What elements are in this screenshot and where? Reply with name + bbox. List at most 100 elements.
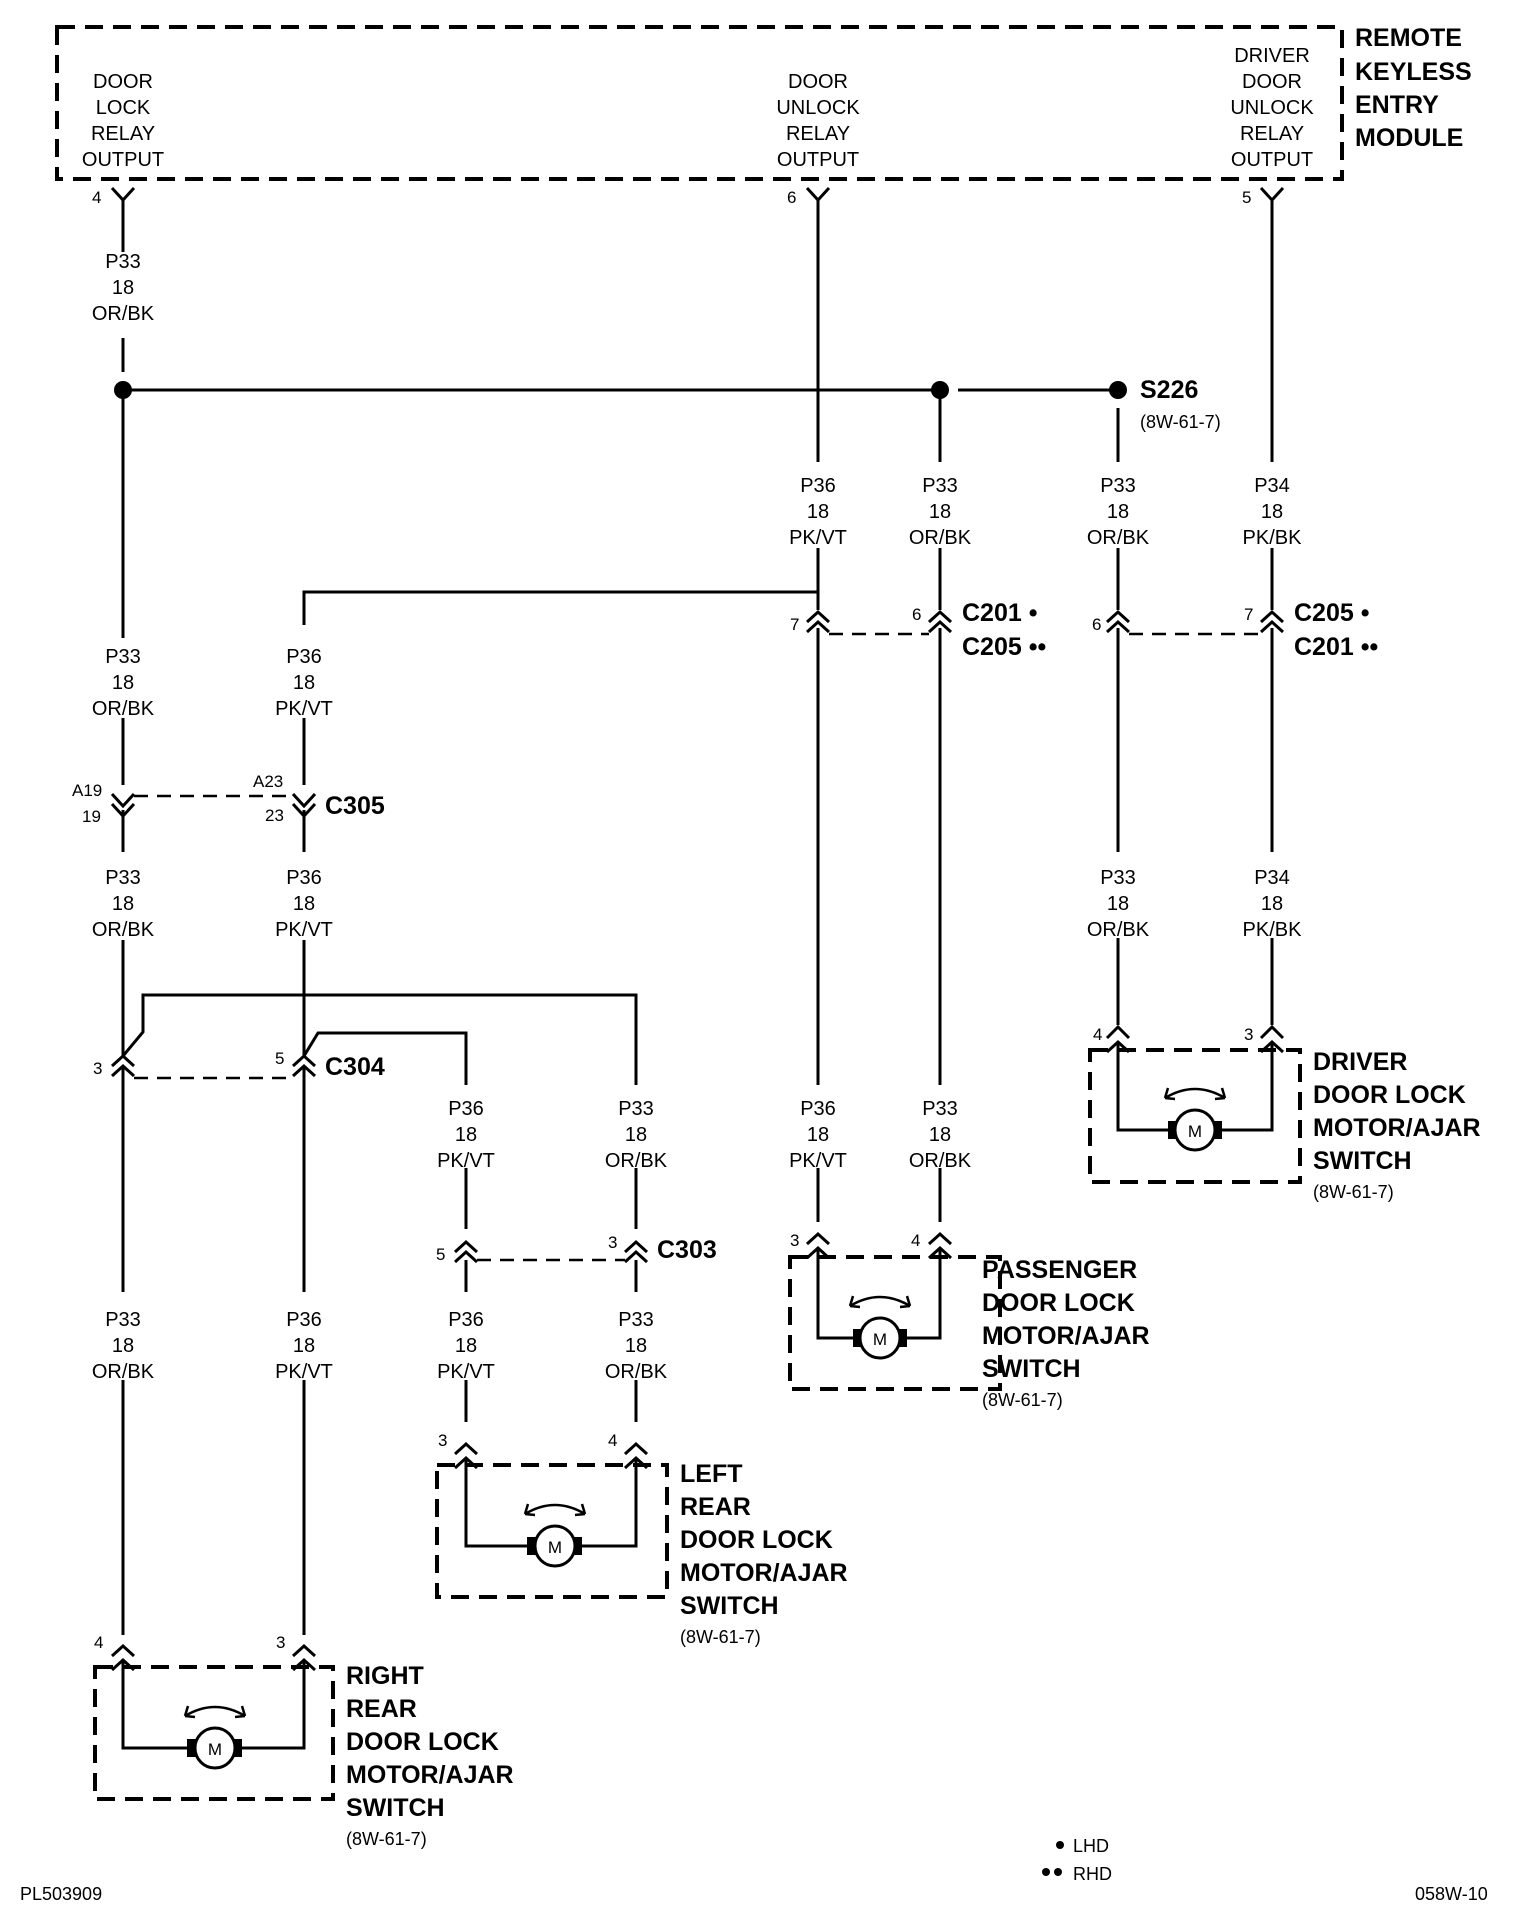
connector-c201-label: C201 •	[962, 599, 1037, 627]
module-pin-4: 4	[92, 188, 101, 207]
svg-text:OR/BK: OR/BK	[1087, 527, 1150, 549]
passenger-pin-3: 3	[790, 1231, 799, 1250]
svg-text:18: 18	[1261, 501, 1283, 523]
svg-text:MOTOR/AJAR: MOTOR/AJAR	[680, 1559, 848, 1587]
svg-text:18: 18	[1107, 893, 1129, 915]
driver-door-lock-motor	[1088, 1024, 1302, 1184]
svg-text:18: 18	[112, 672, 134, 694]
svg-text:DOOR LOCK: DOOR LOCK	[680, 1526, 833, 1554]
wire-label-p36: P36 18 PK/VT	[437, 1309, 495, 1383]
wire-label-p33: P33 18 OR/BK	[92, 867, 155, 941]
svg-text:OR/BK: OR/BK	[605, 1361, 668, 1383]
svg-text:18: 18	[807, 1124, 829, 1146]
motor-symbol: M	[1188, 1122, 1202, 1141]
svg-text:PK/VT: PK/VT	[437, 1361, 495, 1383]
connector-c304-label: C304	[325, 1053, 385, 1081]
splice-dot	[114, 381, 132, 399]
connector-pin: 5	[275, 1049, 284, 1068]
left-rear-door-lock-motor	[435, 1441, 669, 1599]
svg-text:18: 18	[455, 1124, 477, 1146]
svg-text:LOCK: LOCK	[96, 97, 151, 119]
splice-s226-label: S226	[1140, 376, 1198, 404]
legend-lhd: LHD	[1073, 1836, 1109, 1856]
svg-text:P33: P33	[105, 867, 141, 889]
svg-text:18: 18	[625, 1335, 647, 1357]
connector-pin: 7	[790, 615, 799, 634]
connector-c305-label: C305	[325, 792, 385, 820]
svg-text:P33: P33	[618, 1098, 654, 1120]
wire-label-p36: P36 18 PK/VT	[437, 1098, 495, 1172]
svg-text:OUTPUT: OUTPUT	[777, 149, 859, 171]
svg-text:DOOR: DOOR	[788, 71, 848, 93]
svg-text:PK/VT: PK/VT	[275, 919, 333, 941]
right-rear-door-lock-motor	[93, 1643, 335, 1801]
wire-label-p33: P33 18 OR/BK	[92, 1309, 155, 1383]
passenger-door-lock-label: PASSENGER DOOR LOCK MOTOR/AJAR SWITCH (8…	[982, 1256, 1150, 1410]
connector-pin: A23	[253, 772, 283, 791]
svg-text:P33: P33	[105, 251, 141, 273]
connector-c201-c205	[805, 609, 953, 636]
svg-text:18: 18	[293, 893, 315, 915]
svg-text:18: 18	[929, 1124, 951, 1146]
connector-pin: 6	[1092, 615, 1101, 634]
svg-text:18: 18	[293, 1335, 315, 1357]
door-unlock-output-label: DOOR UNLOCK RELAY OUTPUT	[776, 71, 860, 171]
svg-text:REAR: REAR	[346, 1695, 417, 1723]
rke-module-outline	[55, 25, 1344, 181]
wire-label-p36: P36 18 PK/VT	[275, 867, 333, 941]
wire-label-p33: P33 18 OR/BK	[909, 475, 972, 549]
connector-c303	[453, 1239, 649, 1264]
svg-text:DRIVER: DRIVER	[1313, 1048, 1407, 1076]
svg-text:PK/BK: PK/BK	[1243, 919, 1303, 941]
svg-text:18: 18	[112, 893, 134, 915]
svg-text:P36: P36	[286, 646, 322, 668]
svg-text:18: 18	[112, 1335, 134, 1357]
svg-text:OR/BK: OR/BK	[92, 1361, 155, 1383]
left-rear-pin-4: 4	[608, 1431, 617, 1450]
connector-pin: 7	[1244, 605, 1253, 624]
connector-pin: 3	[93, 1059, 102, 1078]
wire-label-p33: P33 18 OR/BK	[605, 1309, 668, 1383]
driver-pin-3: 3	[1244, 1025, 1253, 1044]
connector-pin: 19	[82, 807, 101, 826]
svg-text:UNLOCK: UNLOCK	[1230, 97, 1314, 119]
splice-s226-dot	[1109, 381, 1127, 399]
svg-text:P34: P34	[1254, 475, 1290, 497]
motor-symbol: M	[548, 1538, 562, 1557]
svg-text:PK/VT: PK/VT	[275, 698, 333, 720]
svg-text:RELAY: RELAY	[1240, 123, 1304, 145]
wire-label-p36: P36 18 PK/VT	[275, 646, 333, 720]
svg-text:P34: P34	[1254, 867, 1290, 889]
svg-text:P36: P36	[800, 1098, 836, 1120]
svg-text:P36: P36	[448, 1309, 484, 1331]
driver-pin-4: 4	[1093, 1025, 1102, 1044]
legend-rhd: RHD	[1073, 1864, 1112, 1884]
svg-text:OR/BK: OR/BK	[92, 919, 155, 941]
svg-text:LEFT: LEFT	[680, 1460, 743, 1488]
svg-text:RELAY: RELAY	[91, 123, 155, 145]
svg-text:OR/BK: OR/BK	[909, 1150, 972, 1172]
wire-label-p34: P34 18 PK/BK	[1243, 475, 1303, 549]
module-pin-5: 5	[1242, 188, 1251, 207]
connector-c201-label: C201 ••	[1294, 633, 1378, 661]
wire-label-p36: P36 18 PK/VT	[789, 475, 847, 549]
svg-text:P33: P33	[922, 475, 958, 497]
svg-text:PASSENGER: PASSENGER	[982, 1256, 1137, 1284]
connector-pin: 5	[436, 1245, 445, 1264]
svg-text:RELAY: RELAY	[786, 123, 850, 145]
svg-text:DOOR: DOOR	[1242, 71, 1302, 93]
svg-text:DOOR: DOOR	[93, 71, 153, 93]
svg-text:RIGHT: RIGHT	[346, 1662, 424, 1690]
wires	[121, 200, 1274, 1635]
svg-text:P33: P33	[1100, 475, 1136, 497]
svg-text:P36: P36	[286, 1309, 322, 1331]
connector-pin: A19	[72, 781, 102, 800]
driver-unlock-output-label: DRIVER DOOR UNLOCK RELAY OUTPUT	[1230, 45, 1314, 171]
module-terminal-4	[110, 186, 136, 203]
right-rear-pin-3: 3	[276, 1633, 285, 1652]
right-rear-pin-4: 4	[94, 1633, 103, 1652]
svg-text:MODULE: MODULE	[1355, 124, 1463, 152]
svg-text:18: 18	[1261, 893, 1283, 915]
svg-text:OR/BK: OR/BK	[1087, 919, 1150, 941]
